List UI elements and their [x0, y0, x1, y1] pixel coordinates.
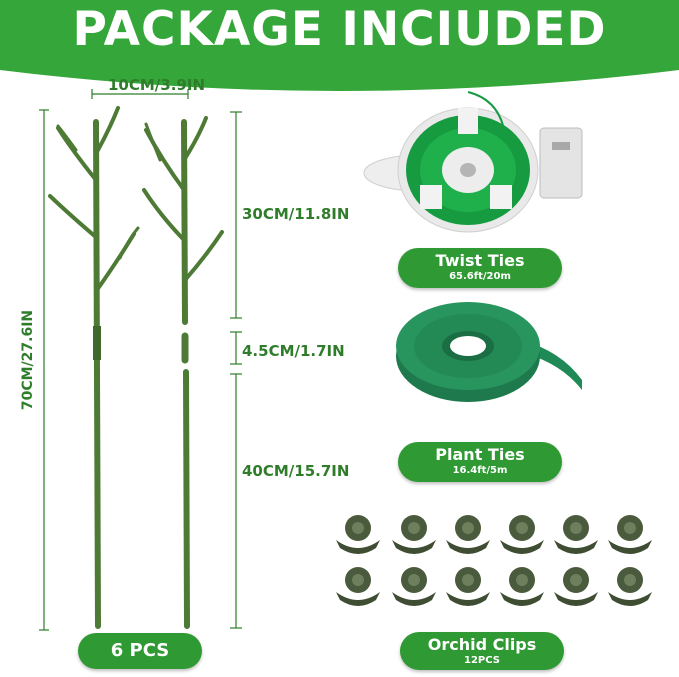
- orchid-clip: [500, 567, 544, 606]
- twist-ties-badge: Twist Ties 65.6ft/20m: [398, 248, 562, 288]
- orchid-clip: [392, 515, 436, 554]
- orchid-clip: [336, 567, 380, 606]
- twist-ties-name: Twist Ties: [435, 251, 525, 270]
- orchid-clips-detail: 12PCS: [464, 655, 500, 666]
- orchid-clips-badge: Orchid Clips 12PCS: [400, 632, 564, 670]
- orchid-clip: [554, 515, 598, 554]
- orchid-clip: [336, 515, 380, 554]
- orchid-clip: [446, 515, 490, 554]
- bottom-length-dimension-label: 40CM/15.7IN: [242, 462, 350, 480]
- header-banner: PACKAGE INCIUDED: [0, 0, 679, 110]
- orchid-clip: [500, 515, 544, 554]
- header-arc-background: [0, 0, 679, 91]
- orchid-clip: [608, 515, 652, 554]
- plant-ties-detail: 16.4ft/5m: [452, 465, 508, 476]
- width-dimension-label: 10CM/3.9IN: [108, 76, 205, 94]
- stake-count-badge: 6 PCS: [78, 633, 202, 669]
- orchid-clip: [608, 567, 652, 606]
- plant-ties-badge: Plant Ties 16.4ft/5m: [398, 442, 562, 482]
- twist-ties-detail: 65.6ft/20m: [449, 271, 511, 282]
- joint-length-dimension-label: 4.5CM/1.7IN: [242, 342, 345, 360]
- plant-ties-name: Plant Ties: [435, 445, 525, 464]
- orchid-clip: [446, 567, 490, 606]
- page-title: PACKAGE INCIUDED: [72, 2, 607, 57]
- orchid-clip: [554, 567, 598, 606]
- orchid-clips-name: Orchid Clips: [427, 635, 537, 654]
- orchid-clip: [392, 567, 436, 606]
- top-length-dimension-label: 30CM/11.8IN: [242, 205, 350, 223]
- stake-count-label: 6 PCS: [110, 640, 170, 661]
